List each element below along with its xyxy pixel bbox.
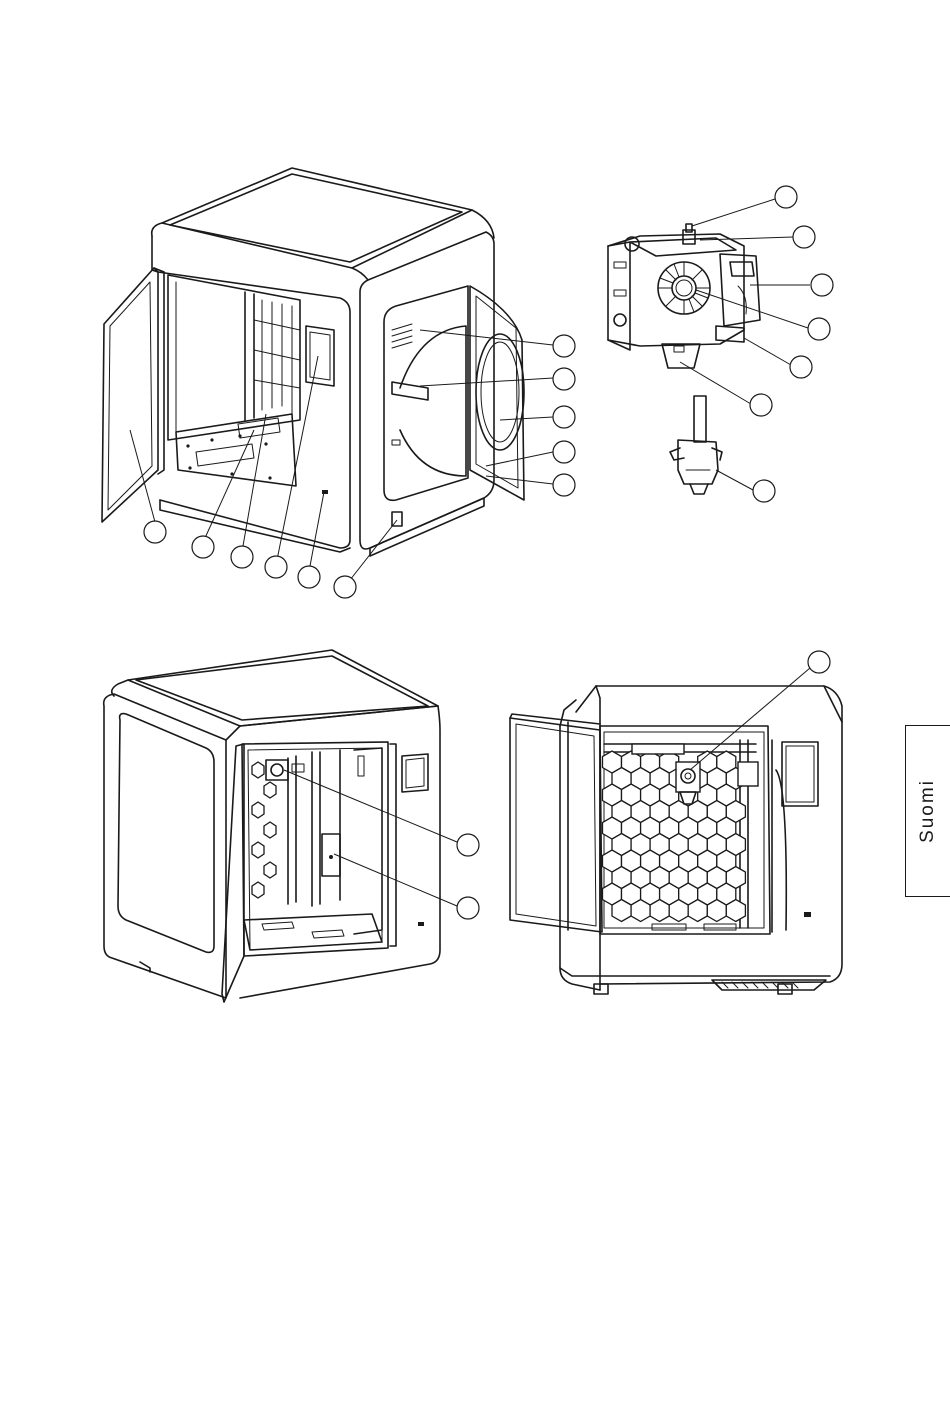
callout-6	[334, 576, 356, 598]
callout-15	[808, 318, 830, 340]
callout-11	[553, 474, 575, 496]
callout-9	[553, 406, 575, 428]
callout-5	[298, 566, 320, 588]
callout-10	[553, 441, 575, 463]
callout-14	[811, 274, 833, 296]
honeycomb-cell	[650, 900, 669, 922]
honeycomb-cell	[631, 900, 650, 922]
printer-front-open-figure	[102, 168, 524, 556]
language-tab-label: Suomi	[917, 779, 939, 843]
honeycomb-cell	[669, 900, 688, 922]
callout-19	[457, 834, 479, 856]
honeycomb-cell	[707, 900, 726, 922]
callout-18	[753, 480, 775, 502]
callout-3	[231, 546, 253, 568]
callout-7	[553, 335, 575, 357]
language-tab: Suomi	[905, 725, 950, 897]
callout-20	[457, 897, 479, 919]
callout-2	[192, 536, 214, 558]
printer-front-open-callouts	[130, 330, 575, 598]
fan-blades	[658, 262, 710, 314]
callout-16	[790, 356, 812, 378]
callout-12	[775, 186, 797, 208]
honeycomb-cell	[726, 900, 745, 922]
honeycomb-grid	[603, 751, 746, 922]
callout-13	[793, 226, 815, 248]
callout-1	[144, 521, 166, 543]
honeycomb-back-wall	[252, 762, 276, 898]
callout-8	[553, 368, 575, 390]
callout-17	[750, 394, 772, 416]
printer-front-doors-callouts	[690, 651, 830, 770]
printer-rear-interior-figure	[104, 650, 440, 1002]
honeycomb-cell	[688, 900, 707, 922]
callout-21	[808, 651, 830, 673]
callout-4	[265, 556, 287, 578]
extruder-assembly-figure	[608, 224, 760, 494]
printer-front-doors-figure	[510, 686, 842, 994]
honeycomb-cell	[612, 900, 631, 922]
